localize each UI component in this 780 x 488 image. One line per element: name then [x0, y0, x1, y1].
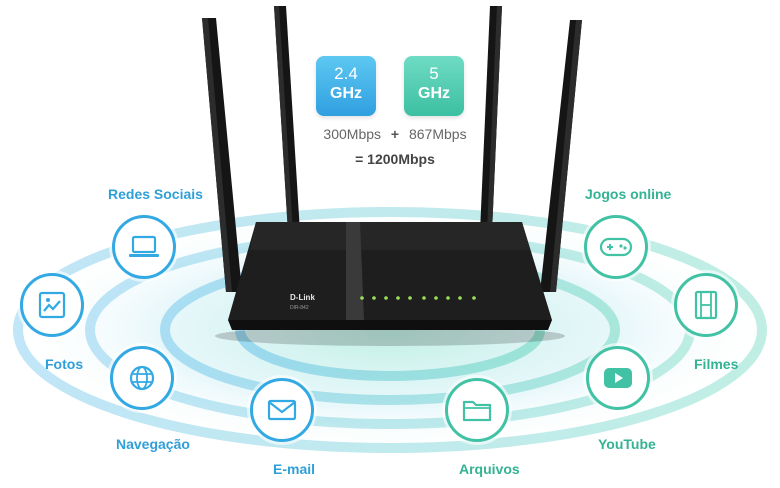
label-fotos: Fotos	[45, 356, 84, 372]
speed-breakdown: 300Mbps + 867Mbps	[300, 126, 490, 142]
globe-icon	[129, 365, 155, 391]
folder-icon	[462, 400, 492, 422]
circle-fotos	[20, 273, 84, 337]
label-navegacao: Navegação	[116, 436, 190, 452]
speed-plus: +	[390, 126, 400, 142]
label-youtube: YouTube	[598, 436, 656, 452]
label-jogos-online: Jogos online	[585, 186, 672, 202]
speed-5: 867Mbps	[408, 126, 467, 142]
circle-filmes	[674, 273, 738, 337]
circle-jogos-online	[584, 215, 648, 279]
badge-2-4ghz: 2.4 GHz	[316, 56, 376, 116]
speed-total: = 1200Mbps	[355, 151, 435, 167]
film-icon	[694, 290, 718, 320]
band-5-number: 5	[429, 64, 439, 83]
play-icon	[604, 368, 632, 388]
circle-youtube	[586, 346, 650, 410]
label-email: E-mail	[273, 461, 316, 477]
laptop-icon	[129, 235, 159, 257]
circle-email	[250, 378, 314, 442]
circle-navegacao	[110, 346, 174, 410]
envelope-icon	[267, 399, 297, 421]
band-24-number: 2.4	[334, 64, 358, 83]
label-redes-sociais: Redes Sociais	[108, 186, 203, 202]
label-filmes: Filmes	[694, 356, 739, 372]
speed-24: 300Mbps	[323, 126, 382, 142]
gamepad-icon	[599, 237, 633, 257]
circle-redes-sociais	[112, 215, 176, 279]
band-5-unit: GHz	[418, 85, 450, 102]
label-arquivos: Arquivos	[459, 461, 520, 477]
badge-5ghz: 5 GHz	[404, 56, 464, 116]
image-icon	[38, 291, 66, 319]
circle-arquivos	[445, 378, 509, 442]
band-24-unit: GHz	[330, 85, 362, 102]
